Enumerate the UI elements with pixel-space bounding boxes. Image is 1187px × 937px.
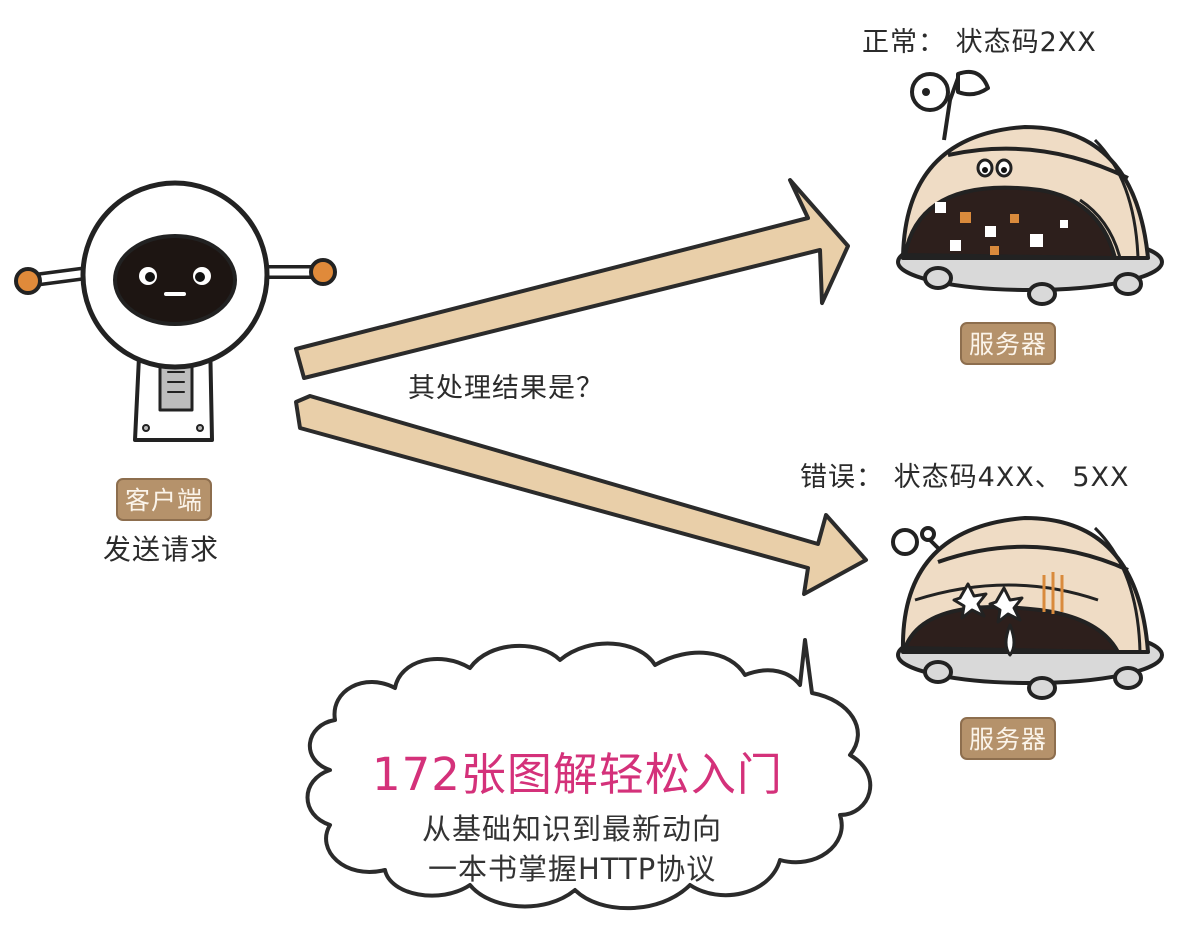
robot-left-hand [14, 267, 42, 295]
robot-face [113, 234, 237, 326]
question-label: 其处理结果是？ [408, 373, 604, 404]
server-error-illustration [891, 516, 1164, 700]
arrow-to-ok-server [294, 178, 850, 380]
broken-antenna-icon [891, 528, 919, 556]
robot-right-hand [309, 258, 337, 286]
ok-status-label: 正常： 状态码2XX [862, 27, 1097, 58]
server-ok-illustration [896, 69, 1164, 306]
arrow-to-error-server [294, 394, 868, 596]
dizzy-eye-icon [988, 586, 1024, 624]
cloud-line-2: 一本书掌握HTTP协议 [428, 852, 717, 886]
server-error-tag: 服务器 [960, 717, 1057, 760]
dizzy-eye-icon [952, 582, 988, 620]
cloud-line-1: 从基础知识到最新动向 [422, 812, 723, 846]
client-robot [14, 180, 337, 442]
client-caption: 发送请求 [103, 533, 220, 566]
error-status-label: 错误： 状态码4XX、 5XX [800, 462, 1130, 493]
speech-cloud [305, 638, 873, 911]
client-tag: 客户端 [116, 478, 213, 521]
server-ok-tag: 服务器 [960, 322, 1057, 365]
cloud-title: 172张图解轻松入门 [372, 748, 783, 801]
